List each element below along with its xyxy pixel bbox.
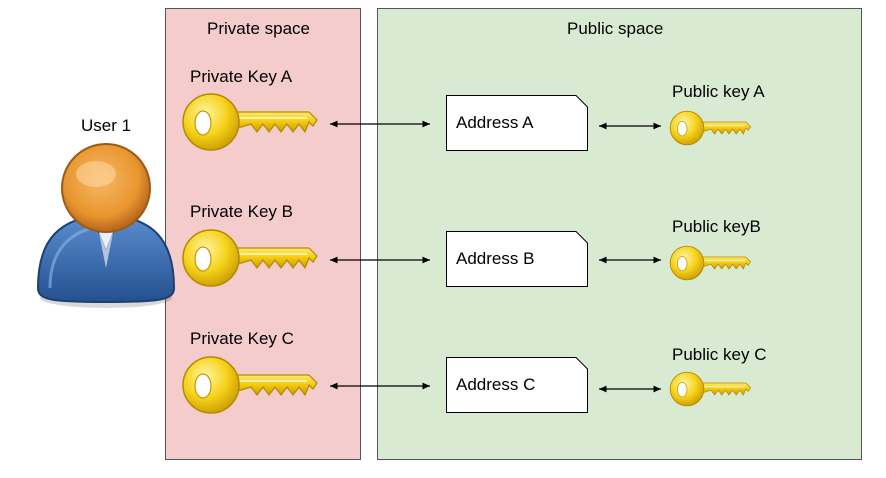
private-key-b-label: Private Key B [190,202,293,221]
public-key-b-label: Public keyB [672,217,761,236]
public-key-a-label: Public key A [672,82,765,101]
public-key-b-icon [669,243,753,283]
address-b-label: Address B [456,249,535,268]
private-key-a-label: Private Key A [190,67,293,86]
double-arrow-icon [330,120,430,128]
double-arrow-icon [330,256,430,264]
document-icon [446,357,588,413]
private-space-title: Private space [207,19,310,38]
address-c-box: Address C [446,357,588,413]
private-key-c-label: Private Key C [190,329,294,348]
document-icon [446,95,588,151]
private-key-a-icon [181,90,321,154]
public-key-a-icon [669,108,753,148]
user-label: User 1 [81,116,132,135]
address-a-label: Address A [456,113,534,132]
double-arrow-icon [330,382,430,390]
public-key-c-label: Public key C [672,345,767,364]
user-icon [36,143,176,308]
double-arrow-icon [599,122,661,130]
public-key-c-icon [669,369,753,409]
address-c-label: Address C [456,375,536,394]
private-key-c-icon [181,353,321,417]
address-a-box: Address A [446,95,588,151]
public-space-title: Public space [567,19,664,38]
document-icon [446,231,588,287]
double-arrow-icon [599,256,661,264]
private-key-b-icon [181,226,321,290]
address-b-box: Address B [446,231,588,287]
double-arrow-icon [599,385,661,393]
